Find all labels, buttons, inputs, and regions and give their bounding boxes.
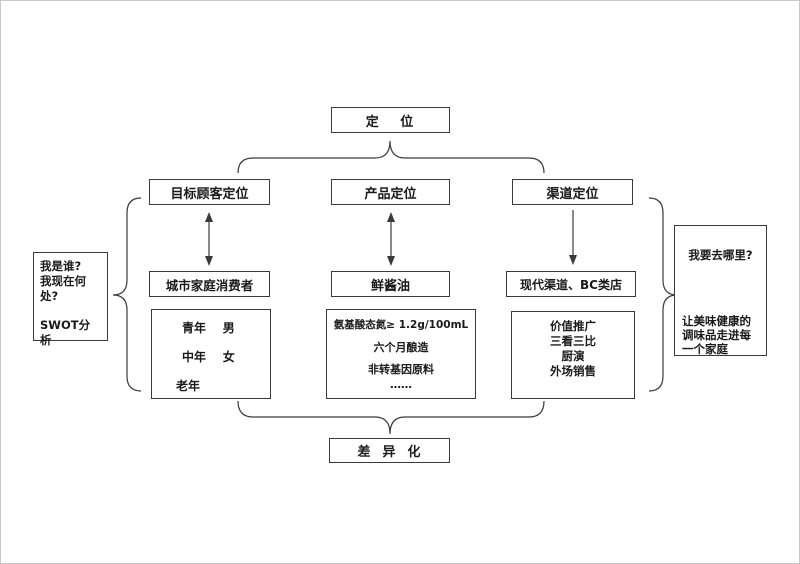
node-product-positioning: 产品定位	[331, 179, 450, 205]
arrowhead-down-icon	[569, 255, 577, 265]
node-differentiation: 差 异 化	[329, 438, 450, 463]
detail-product-specs: 氨基酸态氮≥ 1.2g/100mL 六个月酿造 非转基因原料 ……	[326, 309, 476, 399]
detail-line: 氨基酸态氮≥ 1.2g/100mL	[333, 319, 469, 331]
note-vision: 我要去哪里? 让美味健康的调味品走进每一个家庭	[674, 225, 767, 356]
detail-line: 三看三比	[550, 334, 596, 348]
bottom-brace	[237, 400, 545, 435]
arrowhead-down-icon	[205, 256, 213, 266]
node-target-customer-positioning: 目标顾客定位	[149, 179, 270, 205]
detail-customer-segments: 青年 男 中年 女 老年	[151, 309, 271, 399]
detail-line: 中年 女	[182, 350, 235, 364]
arrowhead-up-icon	[205, 212, 213, 222]
vision-question: 我要去哪里?	[688, 248, 753, 262]
detail-line: 六个月酿造	[373, 341, 429, 354]
note-line: SWOT分析	[40, 318, 91, 347]
arrowhead-up-icon	[387, 212, 395, 222]
detail-line: 价值推广	[550, 319, 596, 333]
detail-channel-tactics: 价值推广 三看三比 厨演 外场销售	[511, 311, 635, 399]
note-swot-analysis: 我是谁? 我现在何处? SWOT分析	[33, 252, 108, 347]
node-urban-family-consumers: 城市家庭消费者	[149, 271, 270, 297]
arrowhead-down-icon	[387, 256, 395, 266]
detail-line: 非转基因原料	[368, 363, 434, 376]
node-fresh-soy-sauce: 鲜酱油	[331, 271, 450, 297]
node-channel-positioning: 渠道定位	[512, 179, 633, 205]
right-brace	[648, 197, 678, 392]
node-modern-channels-bc-stores: 现代渠道、BC类店	[506, 271, 636, 297]
detail-line: 青年 男	[182, 321, 235, 335]
note-line: 我是谁?	[40, 259, 82, 273]
left-brace	[112, 197, 142, 392]
detail-line: 老年	[176, 379, 201, 393]
node-positioning: 定 位	[331, 107, 450, 133]
top-brace	[237, 140, 545, 174]
detail-line: 外场销售	[550, 364, 596, 378]
vision-answer: 让美味健康的调味品走进每一个家庭	[682, 314, 751, 356]
detail-line: 厨演	[561, 349, 585, 363]
note-line: 我现在何处?	[40, 274, 86, 303]
detail-line: ……	[390, 378, 412, 391]
